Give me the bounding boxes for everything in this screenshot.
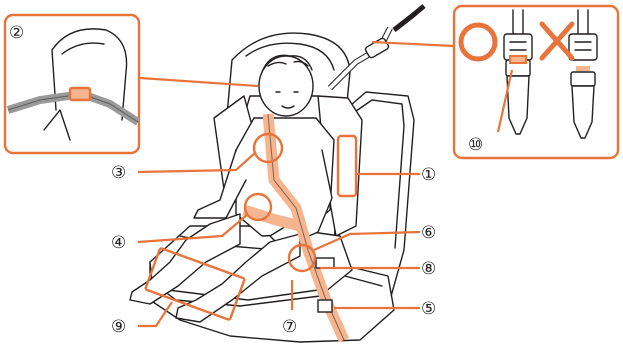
callout-4: ④: [111, 233, 126, 253]
callout-2: ②: [9, 23, 24, 43]
seat-buckle: [316, 258, 334, 268]
shoulder-belt-guide-clip: [364, 37, 389, 58]
belt-lock-buckle: [318, 300, 332, 312]
callout-6: ⑥: [421, 223, 436, 243]
callout-1: ①: [421, 165, 436, 185]
callout-3: ③: [111, 163, 126, 183]
callout-9: ⑨: [111, 317, 126, 337]
callout-5: ⑤: [421, 299, 436, 319]
callout-10: ⑩: [468, 135, 483, 155]
callout-8: ⑧: [421, 259, 436, 279]
callout-7: ⑦: [282, 317, 297, 337]
inset-headrest-detail: [5, 15, 139, 153]
